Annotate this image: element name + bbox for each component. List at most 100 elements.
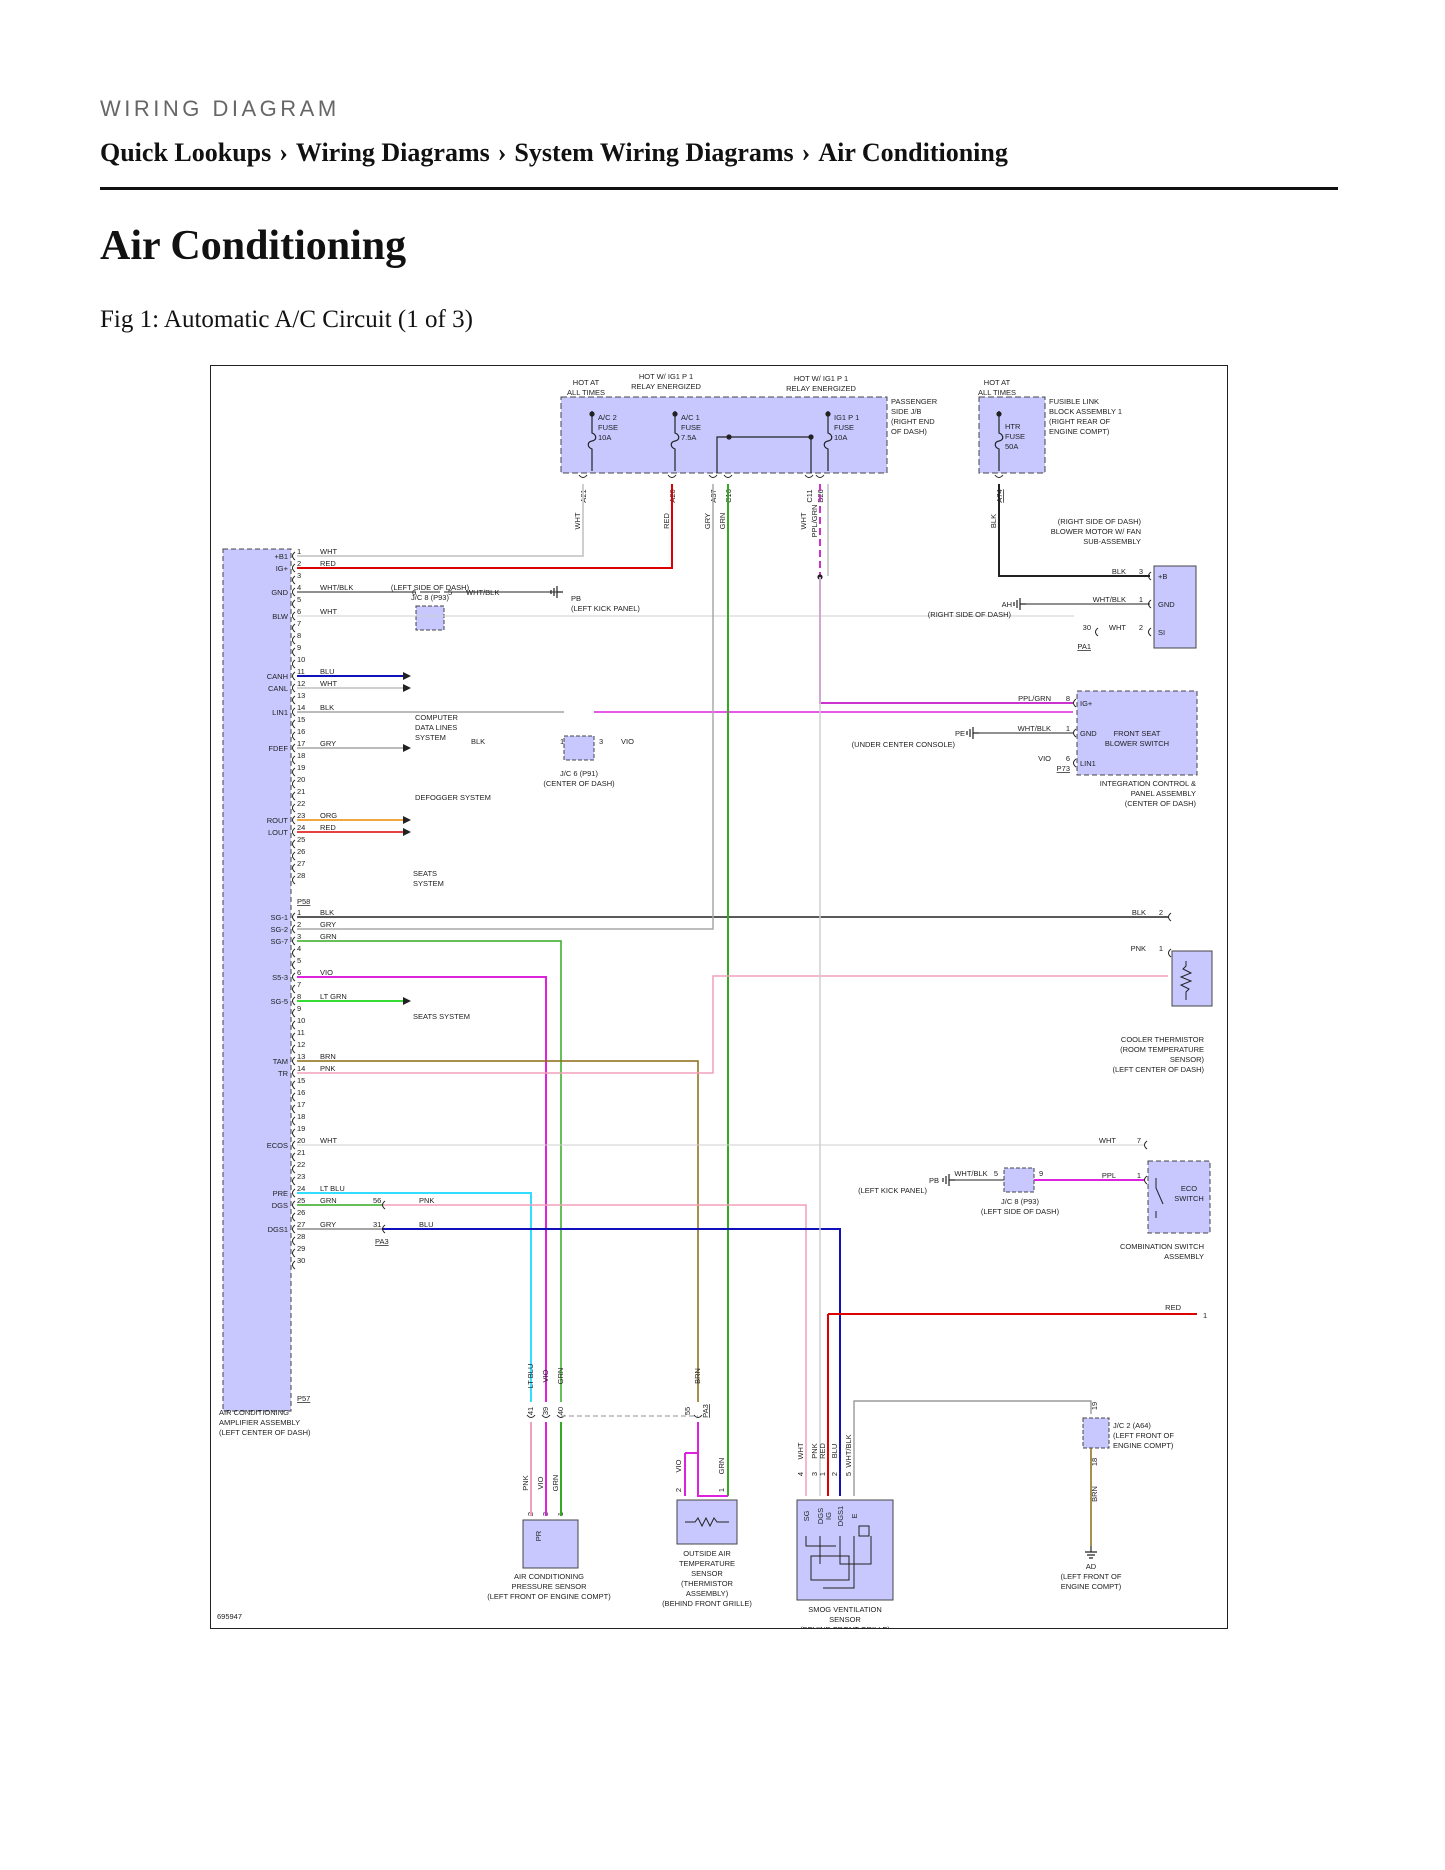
pin-number: 23 [297, 811, 305, 820]
ad-ground-label: AD [1086, 1562, 1097, 1571]
jc2-label: ENGINE COMPT) [1113, 1441, 1174, 1450]
wire-pplgrn [819, 577, 1073, 704]
defogger-label: DEFOGGER SYSTEM [415, 793, 491, 802]
fusible-link-label: FUSIBLE LINK [1049, 397, 1099, 406]
pin-number: 1 [297, 547, 301, 556]
pin-connector-icon [292, 659, 296, 669]
wire-dgs-pnk [382, 1204, 807, 1496]
top-connector-icon [667, 474, 677, 478]
pin-connector-icon [292, 683, 296, 693]
amplifier-label: AIR CONDITIONING [219, 1408, 289, 1417]
pin-label: DGS [272, 1201, 288, 1210]
cooler-thermistor-label: SENSOR) [1170, 1055, 1205, 1064]
wire-color-label: WHT/BLK [954, 1169, 987, 1178]
wire-color-label: VIO [541, 1369, 550, 1382]
jc6-label: J/C 6 (P91) [560, 769, 598, 778]
hot-label: ALL TIMES [978, 388, 1016, 397]
pin-connector-icon [292, 551, 296, 561]
combination-switch-label: COMBINATION SWITCH [1120, 1242, 1204, 1251]
pin-connector-icon [292, 755, 296, 765]
breadcrumb-separator: › [279, 138, 288, 167]
wire-color-label: PPL/GRN [810, 505, 819, 538]
outside-air-sensor-label: SENSOR [691, 1569, 723, 1578]
ground-label: PE [955, 729, 965, 738]
pin-label: E [850, 1513, 859, 1518]
wire-color-label: WHT [320, 607, 337, 616]
pin-number: 23 [297, 1172, 305, 1181]
wire-color-label: WHT/BLK [844, 1434, 853, 1467]
pin-number: 1 [1066, 724, 1070, 733]
wire-b1-wht [297, 484, 584, 557]
ad-ground-label: (LEFT FRONT OF [1061, 1572, 1122, 1581]
fuse-label: FUSE [834, 423, 854, 432]
wire-color-label: GRN [717, 1458, 726, 1475]
jc8b-label: J/C 8 (P93) [1001, 1197, 1039, 1206]
breadcrumb-air-conditioning[interactable]: Air Conditioning [818, 138, 1008, 167]
outside-air-sensor-label: (BEHIND FRONT GRILLE) [662, 1599, 752, 1608]
sensor-circuit-icon [805, 1536, 872, 1589]
wire-oat-vio-jog [685, 1422, 699, 1454]
seats-label: SEATS SYSTEM [413, 1012, 470, 1021]
pe-ground-icon [966, 727, 979, 739]
pin-label: ECOS [267, 1141, 288, 1150]
jb-label: OF DASH) [891, 427, 927, 436]
pin-number: 3 [810, 1472, 819, 1476]
pin-connector-icon [292, 743, 296, 753]
pin-number: 31 [373, 1220, 381, 1229]
pin-connector-icon [1073, 758, 1077, 768]
hot-label: ALL TIMES [567, 388, 605, 397]
pin-number: 2 [674, 1488, 683, 1492]
integration-panel-label: PANEL ASSEMBLY [1131, 789, 1196, 798]
pin-number: 22 [297, 799, 305, 808]
eco-switch [1147, 1160, 1211, 1234]
jb-label: SIDE J/B [891, 407, 921, 416]
internal-jb-wire [716, 436, 812, 473]
amplifier-label: AMPLIFIER ASSEMBLY [219, 1418, 300, 1427]
arrow-icon [403, 684, 411, 692]
pin-connector-icon [292, 635, 296, 645]
location-label: (UNDER CENTER CONSOLE) [852, 740, 956, 749]
hot-label: HOT AT [573, 378, 600, 387]
breadcrumb-system-wiring-diagrams[interactable]: System Wiring Diagrams [514, 138, 794, 167]
pin-label: TAM [273, 1057, 288, 1066]
pin-number: 13 [297, 691, 305, 700]
smog-sensor-label: (BEHIND FRONT GRILLE) [800, 1625, 890, 1628]
pin-connector-icon [292, 1140, 296, 1150]
pin-label: CANH [267, 672, 288, 681]
outside-air-sensor-label: (THERMISTOR [681, 1579, 734, 1588]
jc6-label: (CENTER OF DASH) [543, 779, 615, 788]
pin-connector-icon [292, 599, 296, 609]
pin-number: 7 [297, 980, 301, 989]
pin-number: 1 [717, 1488, 726, 1492]
connector-id: PA3 [701, 1404, 710, 1418]
wire-sg2-gry [297, 484, 714, 930]
wire-color-label: BLK [1112, 567, 1126, 576]
breadcrumb-quick-lookups[interactable]: Quick Lookups [100, 138, 272, 167]
breadcrumb-wiring-diagrams[interactable]: Wiring Diagrams [295, 138, 490, 167]
pin-number: 56 [373, 1196, 381, 1205]
smog-sensor-label: SENSOR [829, 1615, 861, 1624]
pin-connector-icon [1144, 1175, 1148, 1185]
thermistor-icon [685, 1516, 729, 1528]
figure-caption: Fig 1: Automatic A/C Circuit (1 of 3) [100, 306, 473, 333]
pin-number: 2 [830, 1472, 839, 1476]
pin-number: 4 [297, 583, 301, 592]
pin-label: FDEF [268, 744, 288, 753]
pin-connector-icon [292, 827, 296, 837]
pin-number: 30 [1083, 623, 1091, 632]
wire-tr-pnk [297, 975, 1168, 1074]
pin-connector-icon [292, 1164, 296, 1174]
wire-color-label: WHT [799, 512, 808, 529]
pin-number: 8 [1066, 694, 1070, 703]
pin-number: 14 [297, 703, 305, 712]
pin-connector-icon [292, 1056, 296, 1066]
wire-color-label: GRN [551, 1475, 560, 1492]
pin-number: 5 [844, 1472, 853, 1476]
pin-connector-icon [292, 647, 296, 657]
hot-label: RELAY ENERGIZED [786, 384, 856, 393]
header-divider [100, 187, 1338, 190]
pin-number: 9 [1039, 1169, 1043, 1178]
pin-label: BLW [272, 612, 289, 621]
pin-number: 3 [1139, 567, 1143, 576]
